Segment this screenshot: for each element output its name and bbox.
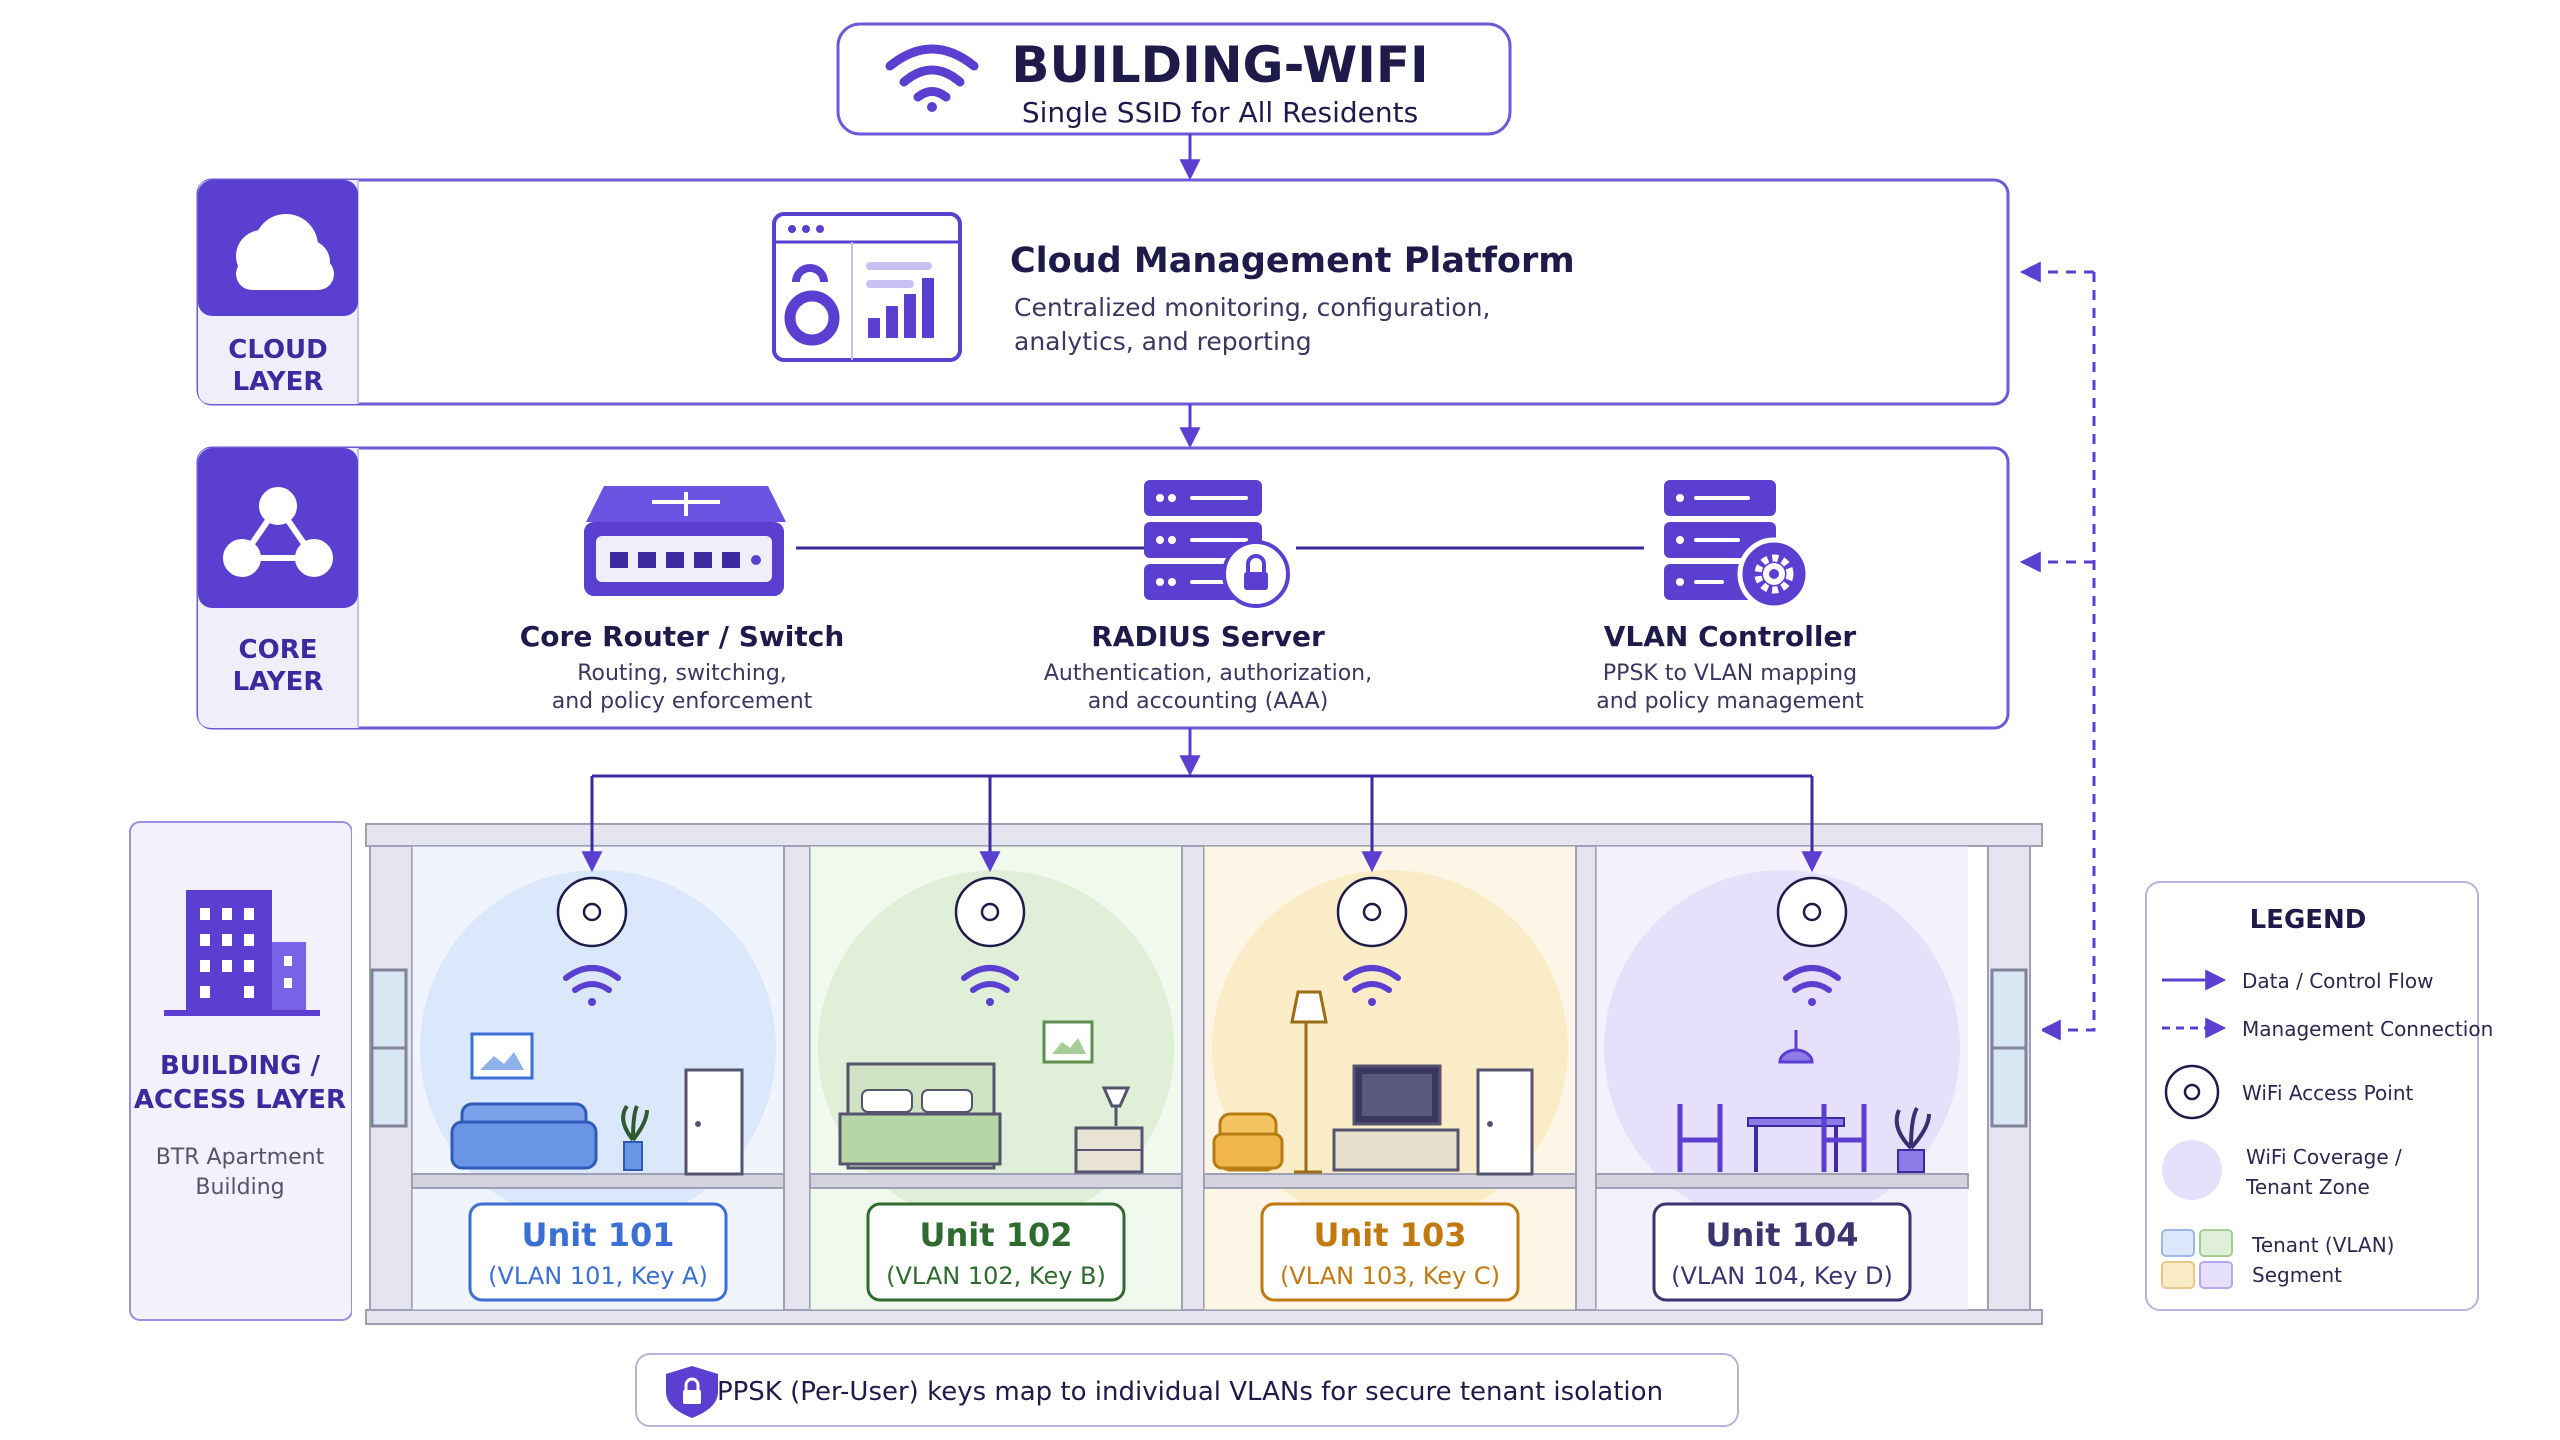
device-desc-vlan-2: and policy management: [1596, 689, 1864, 714]
floor-lamp-icon: [1290, 990, 1328, 1174]
cloud-icon: [236, 214, 334, 290]
unit-label-box: Unit 101 (VLAN 101, Key A): [468, 1202, 728, 1302]
unit-vlan: (VLAN 104, Key D): [1671, 1262, 1893, 1290]
legend-tenant-label-2: Segment: [2252, 1263, 2342, 1287]
plant-icon: [623, 1141, 643, 1171]
window-right: [1990, 968, 2028, 1128]
legend-panel: LEGEND Data / Control Flow Management Co…: [2145, 881, 2493, 1311]
unit-label-box: Unit 103 (VLAN 103, Key C): [1260, 1202, 1520, 1302]
cloud-layer-label-2: LAYER: [233, 367, 324, 397]
device-title-vlan: VLAN Controller: [1604, 620, 1857, 653]
gear-icon: [1754, 554, 1794, 594]
device-desc-radius-1: Authentication, authorization,: [1044, 661, 1372, 686]
unit-vlan: (VLAN 101, Key A): [488, 1262, 708, 1290]
device-desc-router-2: and policy enforcement: [552, 689, 813, 714]
wifi-icon: [1783, 965, 1841, 1006]
coverage-zone: [1604, 870, 1960, 1226]
wifi-icon: [885, 44, 979, 112]
unit-name: Unit 104: [1706, 1216, 1859, 1254]
plant-icon: [1897, 1149, 1925, 1173]
building-icon: [164, 890, 320, 1016]
shield-lock-icon: [666, 1366, 718, 1418]
cloud-layer-label-1: CLOUD: [228, 335, 328, 365]
unit-4: Unit 104 (VLAN 104, Key D): [1595, 846, 1969, 1310]
unit-divider: [1181, 845, 1205, 1311]
footer-note-box: PPSK (Per-User) keys map to individual V…: [635, 1353, 1739, 1427]
legend-access-point-icon: [2164, 1064, 2220, 1120]
device-desc-router-1: Routing, switching,: [577, 661, 787, 686]
device-desc-vlan-1: PPSK to VLAN mapping: [1603, 661, 1857, 686]
device-title-router: Core Router / Switch: [520, 620, 845, 653]
radius-server-icon: [1144, 480, 1290, 608]
unit-name: Unit 101: [522, 1216, 675, 1254]
door-icon: [1476, 1068, 1534, 1176]
wifi-icon: [1343, 965, 1401, 1006]
core-layer-panel: CORE LAYER: [196, 446, 2010, 730]
access-point-icon: [954, 876, 1026, 948]
dashboard-icon: [772, 212, 962, 362]
sofa-icon: [450, 1102, 598, 1170]
vlan-controller-icon: [1664, 480, 1811, 611]
management-connection: [2019, 261, 2096, 1041]
core-layer-label-1: CORE: [239, 635, 318, 665]
building-name-2: Building: [195, 1175, 284, 1200]
network-nodes-icon: [223, 487, 333, 577]
access-point-icon: [1336, 876, 1408, 948]
unit-label-box: Unit 102 (VLAN 102, Key B): [866, 1202, 1126, 1302]
unit-vlan: (VLAN 103, Key C): [1280, 1262, 1500, 1290]
bed-icon: [838, 1062, 1002, 1170]
unit-name: Unit 103: [1314, 1216, 1467, 1254]
dining-set-icon: [1677, 1104, 1867, 1172]
building-name-1: BTR Apartment: [156, 1145, 325, 1170]
unit-divider: [783, 845, 811, 1311]
platform-desc-2: analytics, and reporting: [1014, 327, 1312, 356]
lock-icon: [1244, 554, 1268, 590]
unit-2: Unit 102 (VLAN 102, Key B): [809, 846, 1183, 1310]
unit-name: Unit 102: [920, 1216, 1073, 1254]
platform-desc-1: Centralized monitoring, configuration,: [1014, 293, 1490, 322]
wifi-icon: [563, 965, 621, 1006]
core-layer-label-2: LAYER: [233, 667, 324, 697]
building-layer-label-1: BUILDING /: [160, 1051, 321, 1081]
legend-tenant-swatches: [2161, 1229, 2233, 1289]
platform-title: Cloud Management Platform: [1010, 241, 1575, 281]
lamp-icon: [1101, 1086, 1131, 1126]
legend-data-flow-label: Data / Control Flow: [2242, 969, 2434, 993]
access-point-icon: [1776, 876, 1848, 948]
door-icon: [684, 1068, 744, 1176]
armchair-icon: [1212, 1112, 1284, 1172]
device-desc-radius-2: and accounting (AAA): [1088, 689, 1329, 714]
header-title: BUILDING-WIFI: [1011, 36, 1428, 94]
legend-coverage-label-2: Tenant Zone: [2245, 1175, 2370, 1199]
legend-tenant-label-1: Tenant (VLAN): [2251, 1233, 2394, 1257]
legend-management-label: Management Connection: [2242, 1017, 2493, 1041]
header-subtitle: Single SSID for All Residents: [1022, 96, 1418, 129]
pendant-lamp-icon: [1778, 1030, 1814, 1064]
access-point-icon: [556, 876, 628, 948]
legend-title: LEGEND: [2250, 905, 2367, 935]
legend-coverage-label-1: WiFi Coverage /: [2246, 1145, 2402, 1169]
unit-divider: [1575, 845, 1597, 1311]
cloud-layer-panel: CLOUD LAYER Cloud Management Platform Ce…: [196, 178, 2010, 406]
unit-vlan: (VLAN 102, Key B): [886, 1262, 1106, 1290]
units-layer: Unit 101 (VLAN 101, Key A) Unit 102 (VLAN 1…: [411, 776, 1969, 1311]
picture-frame: [1042, 1020, 1094, 1064]
picture-frame: [470, 1032, 534, 1080]
router-switch-icon: [584, 486, 786, 596]
header-box: BUILDING-WIFI Single SSID for All Reside…: [836, 22, 1512, 136]
building-layer-label-2: ACCESS LAYER: [134, 1085, 346, 1115]
wifi-icon: [961, 965, 1019, 1006]
window-left: [370, 968, 408, 1128]
legend-coverage-swatch: [2162, 1140, 2222, 1200]
tv-stand-icon: [1332, 1128, 1460, 1172]
legend-access-point-label: WiFi Access Point: [2242, 1081, 2413, 1105]
unit-label-box: Unit 104 (VLAN 104, Key D): [1652, 1202, 1912, 1302]
device-title-radius: RADIUS Server: [1091, 620, 1325, 653]
footer-note: PPSK (Per-User) keys map to individual V…: [717, 1377, 1663, 1407]
